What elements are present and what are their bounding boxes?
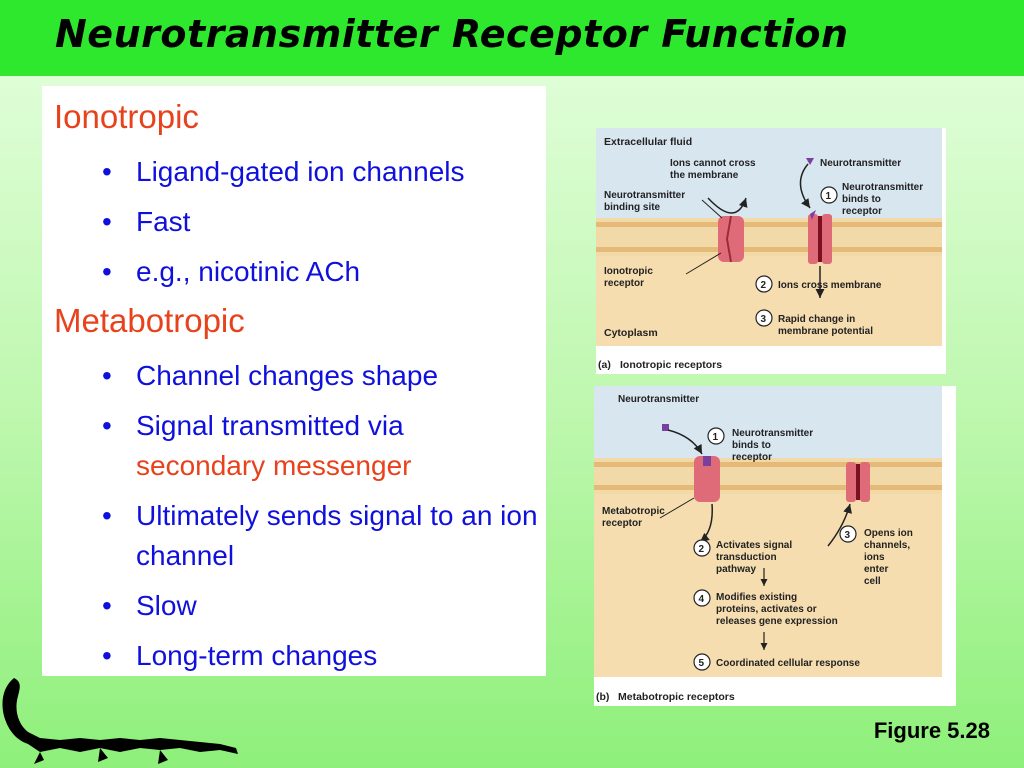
list-item: Channel changes shape (42, 356, 546, 396)
list-item: Ultimately sends signal to an ion channe… (42, 496, 546, 576)
highlighted-term: secondary messenger (136, 450, 412, 481)
crocodile-logo (2, 678, 238, 764)
closed-ion-channel (718, 215, 744, 263)
metabotropic-bullet-list: Channel changes shape Signal transmitted… (42, 356, 546, 676)
step-5-label: Coordinated cellular response (716, 658, 860, 669)
svg-text:1: 1 (713, 432, 719, 443)
neurotransmitter-icon (662, 424, 669, 431)
ion-channel-shape (846, 462, 870, 502)
list-item: Slow (42, 586, 546, 626)
step-3-badge: 3 (839, 525, 857, 543)
metabotropic-receptor-shape (694, 456, 720, 502)
step-3-badge: 3 (755, 309, 773, 327)
figure-a-caption: Ionotropic receptors (620, 359, 722, 371)
svg-text:5: 5 (699, 658, 705, 669)
bullet-text: Signal transmitted via (136, 410, 404, 441)
figure-b-letter: (b) (596, 691, 609, 703)
open-ion-channel (808, 210, 832, 264)
slide-title: Neurotransmitter Receptor Function (55, 12, 849, 56)
step-2-label: Ions cross membrane (778, 280, 882, 291)
svg-text:2: 2 (761, 280, 767, 291)
step-2-badge: 2 (755, 275, 773, 293)
figure-b-caption: Metabotropic receptors (618, 691, 735, 703)
list-item: Signal transmitted via secondary messeng… (42, 406, 546, 486)
list-item: Long-term changes (42, 636, 546, 676)
figure-a-letter: (a) (598, 359, 611, 371)
svg-text:1: 1 (826, 191, 832, 202)
figure-number: Figure 5.28 (873, 718, 990, 743)
list-item: e.g., nicotinic ACh (42, 252, 546, 292)
section-heading-metabotropic: Metabotropic (54, 302, 245, 339)
step-2-badge: 2 (693, 539, 711, 557)
neurotransmitter-label: Neurotransmitter (618, 394, 699, 405)
section-heading-ionotropic: Ionotropic (54, 98, 199, 135)
list-item: Fast (42, 202, 546, 242)
list-item: Ligand-gated ion channels (42, 152, 546, 192)
svg-text:4: 4 (699, 594, 705, 605)
svg-text:3: 3 (845, 530, 851, 541)
ionotropic-bullet-list: Ligand-gated ion channels Fast e.g., nic… (42, 152, 546, 292)
extracellular-label: Extracellular fluid (604, 136, 692, 148)
step-1-badge: 1 (820, 186, 838, 204)
step-4-badge: 4 (693, 589, 711, 607)
svg-text:2: 2 (699, 544, 705, 555)
step-5-badge: 5 (693, 653, 711, 671)
svg-text:3: 3 (761, 314, 767, 325)
title-bar: Neurotransmitter Receptor Function (0, 0, 1024, 76)
step-1-badge: 1 (707, 427, 725, 445)
neurotransmitter-icon (806, 158, 814, 165)
cytoplasm-label: Cytoplasm (604, 327, 658, 339)
neurotransmitter-label: Neurotransmitter (820, 158, 901, 169)
text-panel: Ionotropic Ligand-gated ion channels Fas… (42, 86, 546, 676)
